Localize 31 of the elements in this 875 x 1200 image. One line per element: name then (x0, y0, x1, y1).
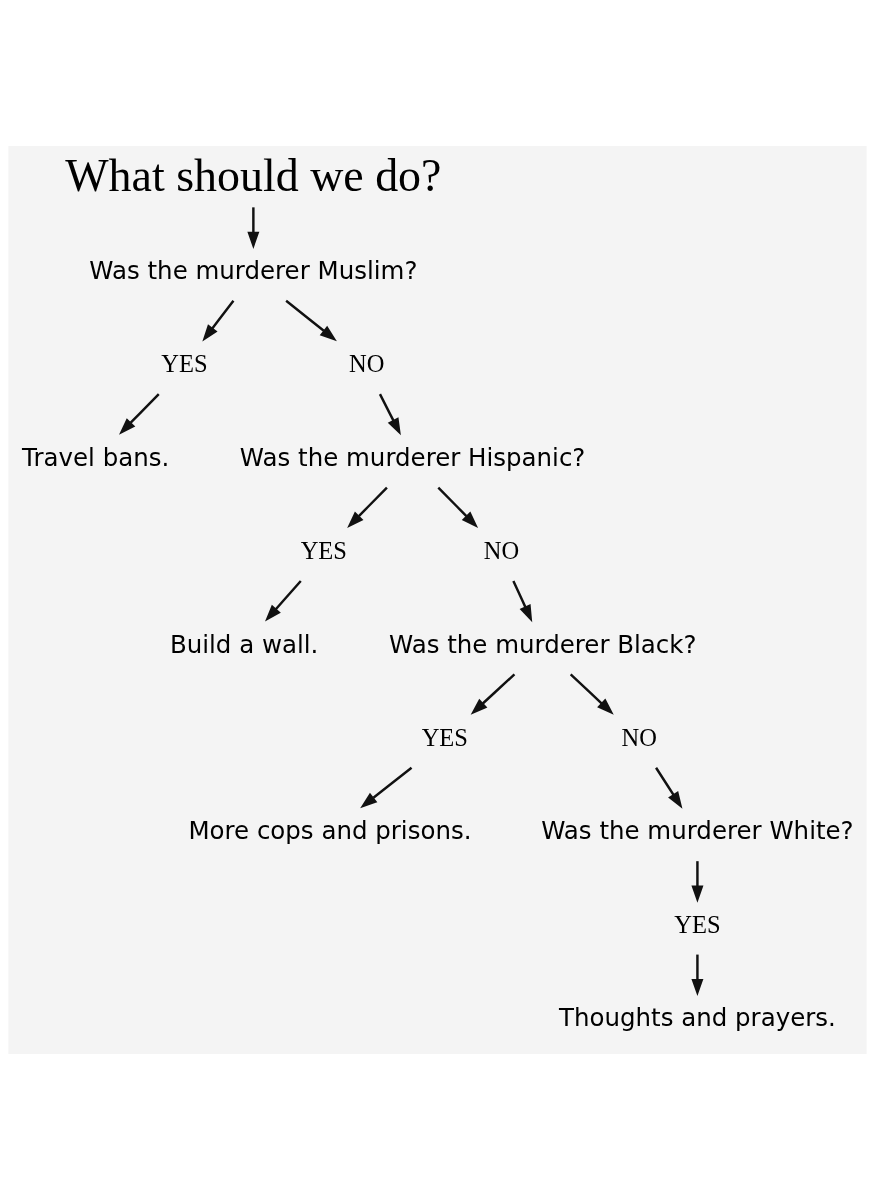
node-text: NO (348, 350, 385, 378)
arrow (202, 300, 235, 342)
arrow (247, 207, 260, 249)
arrow (285, 299, 337, 342)
arrow (378, 393, 401, 436)
node-text: Travel bans. (22, 442, 170, 472)
arrow (347, 486, 388, 529)
node-text: Was the murderer Muslim? (89, 255, 418, 285)
node-text: YES (421, 723, 468, 751)
node-text: YES (674, 910, 721, 938)
node-text: Thoughts and prayers. (559, 1003, 836, 1033)
arrow (691, 861, 704, 903)
node-text: Was the murderer Black? (389, 629, 697, 659)
arrow (512, 580, 533, 623)
node-text: YES (300, 537, 347, 565)
arrow (569, 673, 614, 715)
arrow (655, 767, 683, 809)
node-text: NO (483, 537, 520, 565)
arrow (691, 954, 704, 997)
node-text: What should we do? (65, 150, 442, 202)
arrow (437, 486, 479, 529)
node-text: More cops and prisons. (188, 816, 472, 846)
arrow (470, 673, 516, 715)
arrow (360, 766, 413, 809)
node-text: Was the murderer White? (541, 816, 854, 846)
arrow (265, 580, 302, 622)
node-text: Was the murderer Hispanic? (239, 442, 586, 472)
arrow (119, 393, 160, 435)
node-text: Build a wall. (169, 629, 319, 659)
node-text: NO (621, 723, 657, 751)
node-text: YES (161, 350, 208, 378)
